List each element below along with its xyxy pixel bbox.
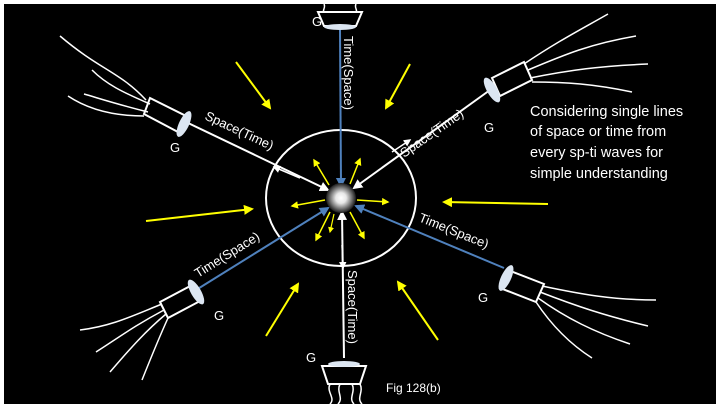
detector-label-bottom: G [306, 350, 316, 365]
line-top-time [335, 29, 346, 188]
detector-label-lower-right: G [478, 290, 488, 305]
label-time-space-top: Time(Space) [341, 36, 356, 110]
detector-label-upper-right: G [484, 120, 494, 135]
detector-lower-left [79, 279, 205, 381]
slide-background [4, 4, 716, 404]
detector-label-lower-left: G [214, 308, 224, 323]
field-arrow [145, 204, 254, 222]
outgoing-field-arrows [290, 157, 390, 242]
detector-top [316, 3, 364, 30]
note-line-1: Considering single lines [530, 104, 683, 120]
radial-lines [185, 29, 505, 359]
note-line-3: every sp-ti waves for [530, 145, 663, 161]
central-mass [326, 183, 356, 213]
note-line-2: of space or time from [530, 124, 666, 140]
circle-crossing-arrows [272, 139, 412, 270]
label-space-time-bottom: Space(Time) [345, 270, 360, 344]
detector-label-top: G [312, 14, 322, 29]
detector-upper-left [59, 35, 192, 137]
detector-bottom [320, 361, 368, 405]
incoming-field-arrows [145, 61, 549, 341]
field-arrow [442, 197, 549, 208]
line-lower-left-time [195, 206, 330, 291]
field-arrow [385, 63, 411, 110]
line-upper-left-space [185, 121, 330, 192]
detector-upper-right [483, 13, 649, 103]
line-bottom-space [337, 210, 348, 359]
field-arrow [396, 280, 439, 341]
note-line-4: simple understanding [530, 166, 668, 182]
line-lower-right-time [354, 204, 505, 269]
figure-caption: Fig 128(b) [386, 381, 441, 395]
field-arrow [265, 282, 300, 337]
explanation-note: Considering single lines of space or tim… [530, 104, 683, 182]
line-upper-right-space [352, 89, 491, 190]
field-arrow [235, 61, 272, 110]
detector-label-upper-left: G [170, 140, 180, 155]
detector-lower-right [498, 265, 657, 359]
